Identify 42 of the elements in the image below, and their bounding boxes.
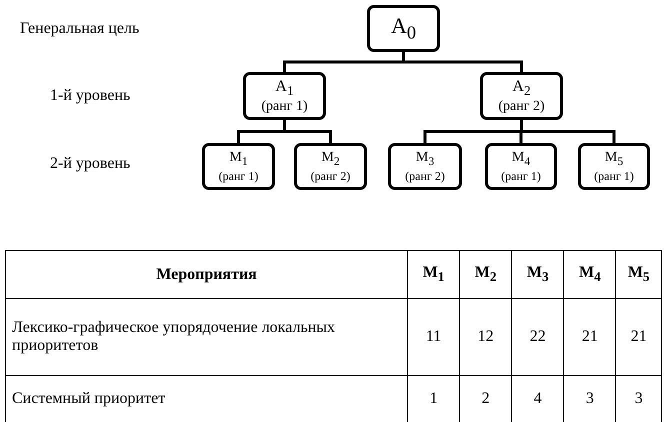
row-header: Системный приоритет (6, 376, 408, 422)
table-cell: 21 (564, 298, 616, 376)
connector-line (402, 52, 523, 72)
goal-box (294, 143, 367, 190)
table-cell: 11 (408, 298, 460, 376)
rank-text: (ранг 2) (498, 98, 545, 116)
column-header: Мероприятия (6, 250, 408, 298)
rank-text: (ранг 2) (310, 168, 350, 184)
column-header: М$_{1}$ (408, 250, 460, 298)
connector-line (520, 120, 616, 143)
table-cell: 22 (512, 298, 564, 376)
rank-text: (ранг 1) (261, 98, 308, 116)
table-cell: 12 (460, 298, 512, 376)
connector-line (283, 120, 332, 143)
level-label: Генеральная цель (20, 20, 140, 38)
goal-code: А$_{2}$ (512, 76, 531, 99)
rank-text: (ранг 1) (501, 168, 541, 184)
goal-code: М$_{4}$ (512, 150, 530, 169)
goal-code: М$_{2}$ (321, 150, 340, 169)
table-cell: 21 (616, 298, 662, 376)
goal-box (243, 72, 326, 120)
column-header: М$_{2}$ (460, 250, 512, 298)
rank-text: (ранг 2) (405, 168, 445, 184)
column-header: М$_{5}$ (616, 250, 662, 298)
goal-box (480, 72, 563, 120)
row-header: Лексико-графическое упорядочение локальных приоритетов (6, 298, 408, 376)
goal-box (202, 143, 275, 190)
goal-code: М$_{1}$ (229, 150, 248, 169)
goal-box (485, 143, 557, 190)
level-label: 2-й уровень (50, 155, 130, 173)
goal-code: А$_{0}$ (390, 12, 416, 44)
goal-code: М$_{3}$ (416, 150, 434, 169)
goal-box (578, 143, 650, 190)
goal-box (388, 143, 462, 190)
goal-code: М$_{5}$ (604, 150, 624, 169)
column-header: М$_{3}$ (512, 250, 564, 298)
goal-box (367, 5, 440, 52)
level-label: 1-й уровень (50, 87, 130, 105)
goal-code: А$_{1}$ (275, 76, 294, 99)
rank-text: (ранг 1) (218, 168, 258, 184)
rank-text: (ранг 1) (594, 168, 634, 184)
column-header: М$_{4}$ (564, 250, 616, 298)
